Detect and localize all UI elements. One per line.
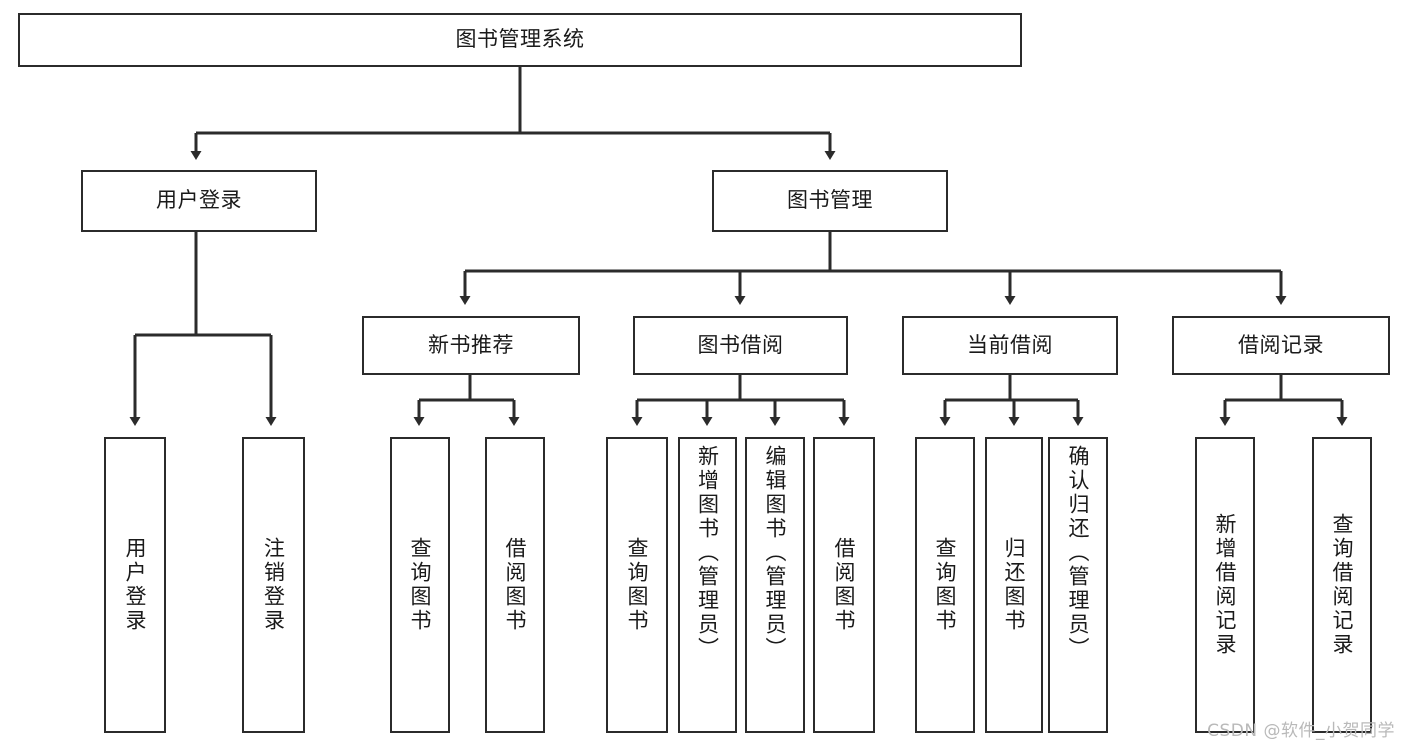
node-root-label: 图书管理系统 [455, 27, 585, 52]
node-book-management[interactable]: 图书管理 [712, 170, 948, 232]
node-new-book-recommend-label: 新书推荐 [428, 332, 514, 357]
node-current-borrow-label: 当前借阅 [967, 332, 1053, 357]
node-leaf-confirm-return[interactable]: 确认归还（管理员） [1048, 437, 1108, 733]
node-leaf-query-book-3-label: 查询图书 [933, 537, 958, 633]
node-leaf-query-book-2-label: 查询图书 [625, 537, 650, 633]
node-leaf-add-record-label: 新增借阅记录 [1213, 513, 1238, 657]
node-root[interactable]: 图书管理系统 [18, 13, 1022, 67]
node-leaf-query-record-label: 查询借阅记录 [1330, 513, 1355, 657]
node-leaf-user-login-label: 用户登录 [123, 537, 148, 633]
node-borrow-record[interactable]: 借阅记录 [1172, 316, 1390, 375]
node-leaf-borrow-book-1[interactable]: 借阅图书 [485, 437, 545, 733]
node-user-login-label: 用户登录 [156, 188, 242, 213]
node-leaf-edit-book-label: 编辑图书（管理员） [763, 445, 788, 661]
node-user-login[interactable]: 用户登录 [81, 170, 317, 232]
node-leaf-borrow-book-2[interactable]: 借阅图书 [813, 437, 875, 733]
node-leaf-add-book-label: 新增图书（管理员） [695, 445, 720, 661]
node-leaf-query-record[interactable]: 查询借阅记录 [1312, 437, 1372, 733]
node-leaf-return-book-label: 归还图书 [1002, 537, 1027, 633]
node-leaf-logout-login-label: 注销登录 [261, 537, 286, 633]
node-leaf-query-book-1[interactable]: 查询图书 [390, 437, 450, 733]
node-borrow-record-label: 借阅记录 [1238, 332, 1324, 357]
node-leaf-borrow-book-2-label: 借阅图书 [832, 537, 857, 633]
node-leaf-add-book[interactable]: 新增图书（管理员） [678, 437, 737, 733]
node-leaf-logout-login[interactable]: 注销登录 [242, 437, 305, 733]
node-leaf-borrow-book-1-label: 借阅图书 [503, 537, 528, 633]
node-leaf-confirm-return-label: 确认归还（管理员） [1066, 445, 1091, 661]
node-leaf-query-book-1-label: 查询图书 [408, 537, 433, 633]
node-leaf-query-book-3[interactable]: 查询图书 [915, 437, 975, 733]
node-book-borrow[interactable]: 图书借阅 [633, 316, 848, 375]
node-leaf-edit-book[interactable]: 编辑图书（管理员） [745, 437, 805, 733]
node-book-borrow-label: 图书借阅 [697, 332, 784, 357]
node-leaf-add-record[interactable]: 新增借阅记录 [1195, 437, 1255, 733]
node-leaf-return-book[interactable]: 归还图书 [985, 437, 1043, 733]
node-leaf-user-login[interactable]: 用户登录 [104, 437, 166, 733]
node-leaf-query-book-2[interactable]: 查询图书 [606, 437, 668, 733]
node-book-management-label: 图书管理 [787, 188, 873, 213]
node-current-borrow[interactable]: 当前借阅 [902, 316, 1118, 375]
node-new-book-recommend[interactable]: 新书推荐 [362, 316, 580, 375]
